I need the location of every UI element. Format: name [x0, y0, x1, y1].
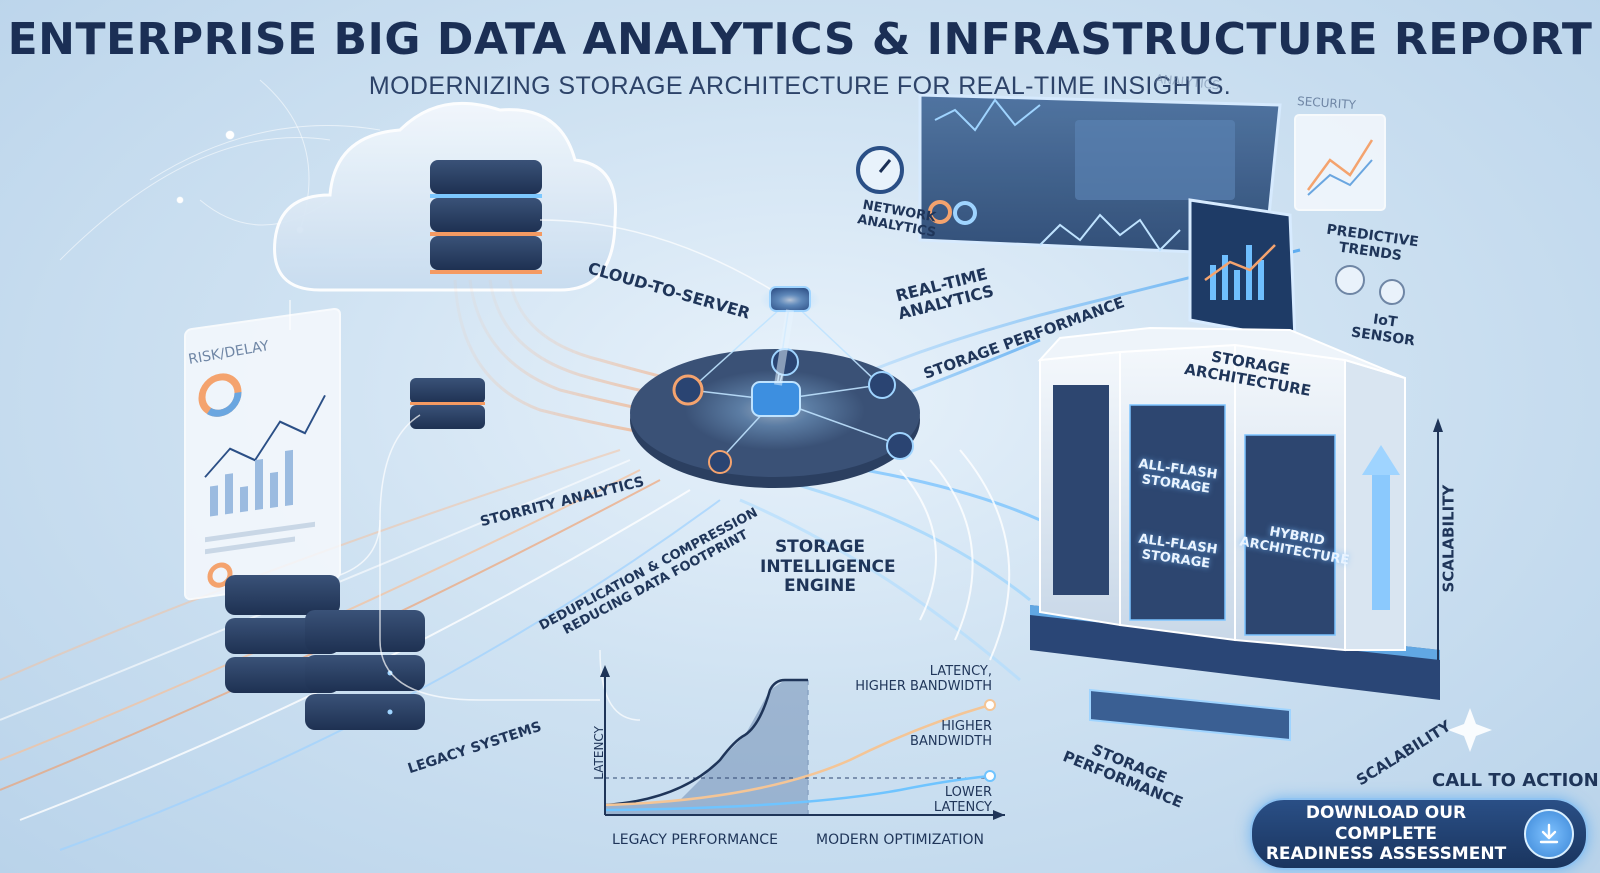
cloud-server-stack — [430, 160, 542, 274]
chart-y-label: LATENCY — [591, 726, 606, 780]
legacy-curve — [604, 678, 808, 807]
legacy-server-stacks — [225, 575, 425, 730]
annot-top-line1: LATENCY, — [929, 664, 992, 679]
bandwidth-endpoint — [984, 699, 996, 711]
engine-line3: ENGINE — [784, 576, 856, 597]
engine-line2: INTELLIGENCE — [760, 556, 896, 577]
network-lines — [59, 79, 381, 261]
chart-x-label-right: MODERN OPTIMIZATION — [816, 832, 984, 848]
storage-server-racks — [1030, 326, 1440, 742]
annot-top-line2: HIGHER BANDWIDTH — [855, 678, 992, 694]
download-icon[interactable] — [1524, 809, 1574, 859]
legacy-area — [605, 680, 808, 815]
download-button-label: DOWNLOAD OUR COMPLETE READINESS ASSESSME… — [1252, 803, 1514, 864]
annot-mid-line2: BANDWIDTH — [910, 733, 992, 749]
latency-endpoint — [984, 770, 996, 782]
connector-lines — [289, 219, 781, 721]
chart-annotation-mid: HIGHER BANDWIDTH — [890, 719, 992, 750]
download-button-line2: READINESS ASSESSMENT — [1265, 844, 1507, 865]
bandwidth-curve — [604, 703, 991, 807]
security-card — [1294, 114, 1386, 211]
chart-annotation-top: LATENCY, HIGHER BANDWIDTH — [840, 664, 992, 695]
sparkle-icon — [1448, 708, 1492, 752]
download-icon-glyph — [1539, 823, 1559, 844]
scalability-axis — [1433, 418, 1443, 660]
network-gauge-icon — [856, 146, 904, 194]
analytics-dashboard-screens — [918, 93, 1297, 342]
annot-low-line2: LATENCY — [933, 799, 992, 815]
ripple-arcs — [899, 449, 1011, 661]
x-axis-arrow — [993, 810, 1005, 820]
download-button-line1: DOWNLOAD OUR COMPLETE — [1305, 803, 1467, 844]
iot-sensor-icons — [1335, 265, 1405, 305]
y-axis-arrow — [600, 665, 610, 677]
storage-intelligence-engine-label: STORAGE INTELLIGENCE ENGINE — [760, 537, 896, 597]
page-subtitle: MODERNIZING STORAGE ARCHITECTURE FOR REA… — [368, 72, 1232, 100]
chart-x-label-left: LEGACY PERFORMANCE — [612, 832, 778, 848]
storage-intelligence-engine-graphic — [630, 286, 920, 488]
annot-mid-line1: HIGHER — [941, 719, 992, 734]
edge-server-small — [410, 378, 485, 429]
annot-low-line1: LOWER — [944, 785, 992, 800]
report-sheet — [184, 307, 341, 601]
engine-line1: STORAGE — [774, 537, 866, 557]
performance-chart-graphic — [600, 665, 1005, 820]
scalability-vertical-label: SCALABILITY — [1439, 484, 1458, 593]
download-assessment-button[interactable]: DOWNLOAD OUR COMPLETE READINESS ASSESSME… — [1250, 798, 1588, 870]
chart-annotation-low: LOWER LATENCY — [900, 785, 992, 816]
call-to-action-title: CALL TO ACTION — [1432, 770, 1599, 791]
latency-curve — [604, 774, 991, 812]
page-title: ENTERPRISE BIG DATA ANALYTICS & INFRASTR… — [7, 14, 1593, 65]
